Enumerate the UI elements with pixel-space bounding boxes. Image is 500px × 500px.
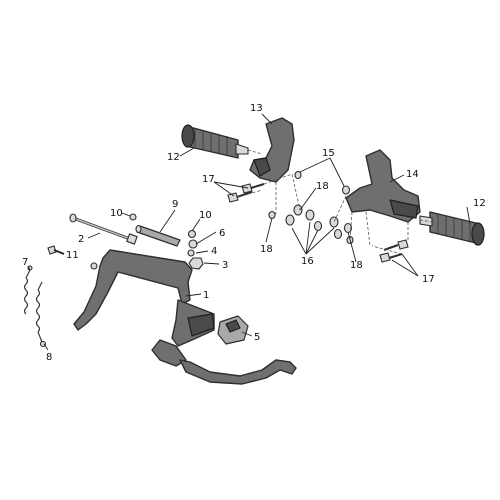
- callout-14: 14: [406, 169, 419, 180]
- callout-5: 5: [254, 332, 260, 343]
- callout-4: 4: [211, 246, 217, 257]
- callout-11: 11: [66, 250, 79, 261]
- callout-17-right: 17: [422, 274, 435, 285]
- right-footpeg: [419, 211, 485, 246]
- callout-1: 1: [203, 290, 209, 301]
- callout-16: 16: [301, 256, 314, 267]
- callout-18-right: 18: [350, 260, 363, 271]
- left-footpeg: [181, 124, 249, 159]
- callout-18-top: 18: [316, 181, 329, 192]
- callout-15: 15: [322, 148, 335, 159]
- rubber-bump-stop: [217, 315, 249, 345]
- callout-18-left: 18: [260, 244, 273, 255]
- bushings-and-washers: [268, 170, 354, 245]
- callout-12-left: 12: [167, 152, 180, 163]
- callout-7: 7: [22, 257, 28, 268]
- center-stand: [73, 249, 297, 385]
- callout-labels: 1 2 3 4 5 6 7 8 9 10 10 11 12 12 13 14 1…: [22, 103, 486, 363]
- callout-10-left: 10: [110, 208, 123, 219]
- callout-13: 13: [250, 103, 263, 114]
- pivot-bolt: [69, 213, 138, 245]
- callout-17-left: 17: [202, 174, 215, 185]
- left-footpeg-bracket: [249, 117, 295, 183]
- callout-12-right: 12: [473, 198, 486, 209]
- callout-10-right: 10: [199, 210, 212, 221]
- spacer-sleeve: [135, 224, 181, 247]
- assembly-guide-lines: [237, 149, 433, 255]
- callout-8: 8: [46, 352, 52, 363]
- right-footpeg-bracket: [345, 149, 421, 223]
- stand-springs: [23, 265, 47, 348]
- callout-leaders: [27, 113, 471, 351]
- callout-3: 3: [222, 260, 228, 271]
- callout-9: 9: [172, 199, 178, 210]
- callout-6: 6: [219, 228, 225, 239]
- callout-2: 2: [78, 234, 84, 245]
